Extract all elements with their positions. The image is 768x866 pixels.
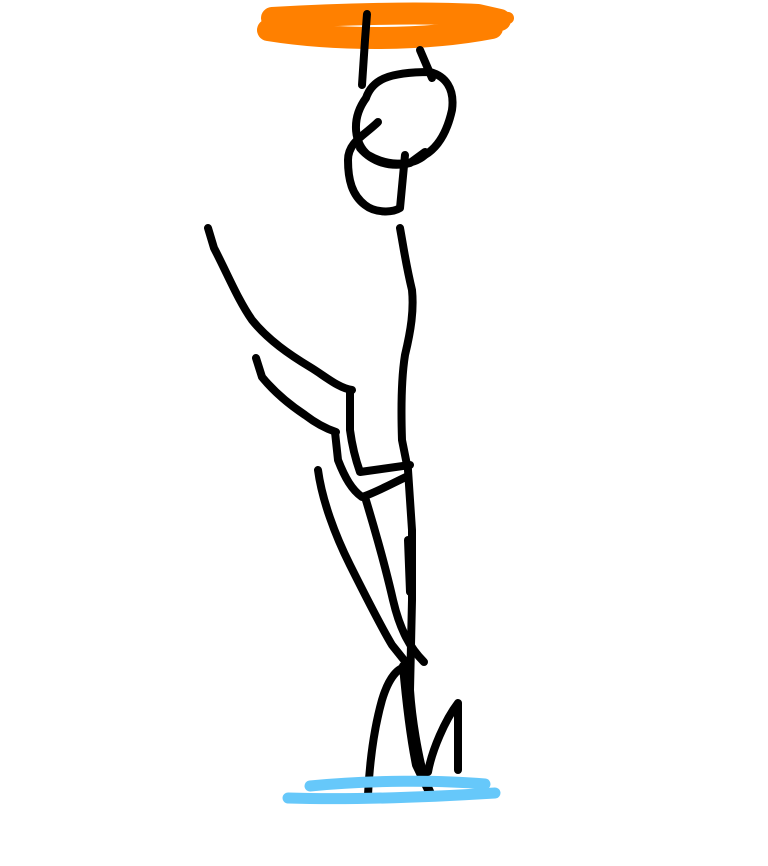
stick-figure <box>204 10 462 800</box>
face <box>344 118 409 216</box>
hat-top <box>274 5 514 24</box>
arm-upper <box>204 224 356 394</box>
torso <box>396 224 417 474</box>
head <box>351 68 457 168</box>
shin-left <box>364 663 414 799</box>
leg-right-mark <box>404 536 414 596</box>
hip-front <box>346 386 414 476</box>
puddle <box>282 775 501 805</box>
shin-middle <box>399 662 432 794</box>
leg-back-thigh <box>314 466 412 669</box>
hat <box>257 2 514 49</box>
foot-right <box>424 699 462 776</box>
hat-strap-left <box>358 10 371 89</box>
jaw <box>356 144 429 169</box>
arm-lower <box>252 354 340 436</box>
